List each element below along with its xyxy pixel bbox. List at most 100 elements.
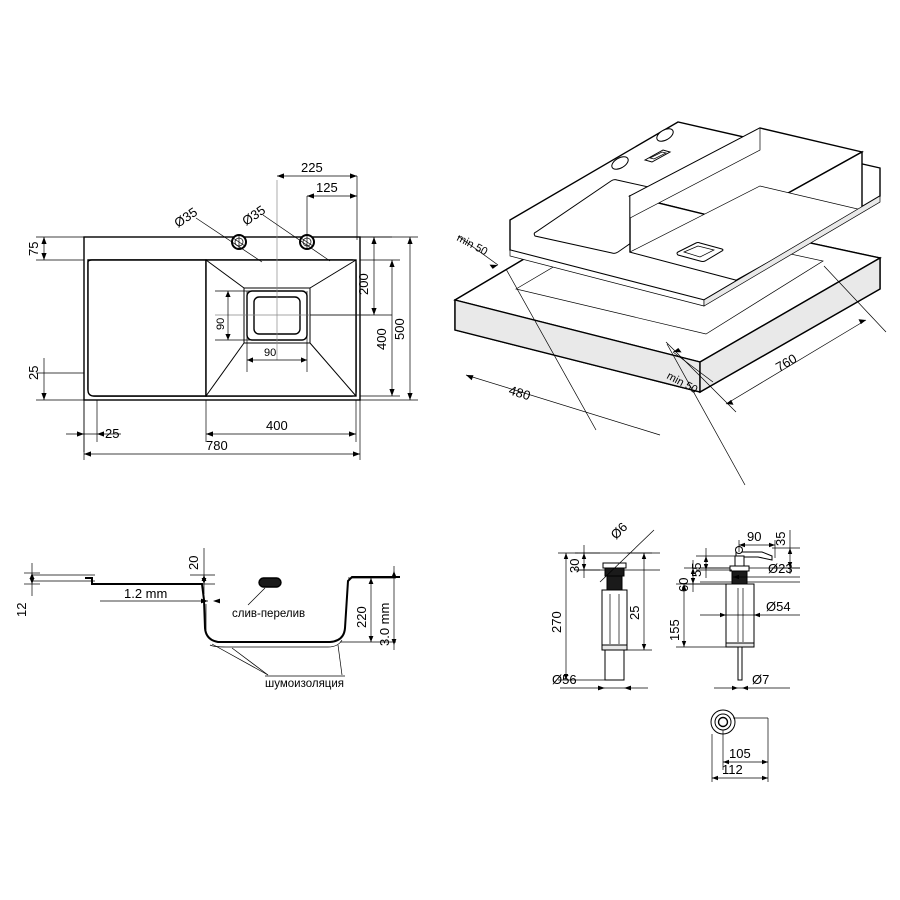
section-view: слив-перелив шумоизоляция 12 20 [14, 548, 400, 690]
dim-400h-arrow-left [206, 431, 213, 437]
section-overflow-leader [247, 587, 266, 606]
dim-35-text: 35 [773, 532, 788, 546]
dim-d56-text: Ø56 [552, 672, 577, 687]
iso-bowl-wall-back-left [629, 127, 761, 219]
plan-view: Ø35 Ø35 225 125 75 [26, 160, 418, 460]
dim-d7-text: Ø7 [752, 672, 769, 687]
dim-112-text: 112 [722, 762, 743, 777]
dim-500-text: 500 [392, 318, 407, 340]
dim-112-arrow-left [712, 775, 718, 781]
drain-body [601, 589, 628, 649]
section-soundproof-leader-1 [211, 643, 269, 676]
dim-d54-arrow-right [754, 612, 760, 618]
dim-60-arrow-top [690, 568, 696, 574]
drain-neck [606, 575, 623, 591]
dim-225-text: 225 [301, 160, 323, 175]
dim-155-arrow-top [681, 584, 687, 590]
drain-flange [602, 562, 627, 569]
drain-dim-30: 30 [567, 545, 600, 578]
dim-d7-arrow-right [742, 685, 748, 691]
dim-25-left-text: 25 [105, 426, 119, 441]
dim-75-text: 75 [26, 242, 41, 256]
drain-d6-leader [599, 529, 655, 583]
plan-dim-200: 200 [310, 236, 392, 316]
plan-dim-25-front: 25 [26, 358, 84, 401]
section-soundproof-layer [209, 639, 343, 648]
plan-dim-500: 500 [360, 236, 418, 401]
drain-tube [604, 649, 625, 681]
iso-bowl-drain-inner [682, 245, 716, 258]
dim-270-text: 270 [549, 611, 564, 633]
iso-overflow-slot-inner [648, 151, 668, 160]
dim-760-arrow-a [858, 319, 866, 325]
disp-bottle-base [725, 642, 755, 648]
plan-dim-780: 780 [83, 400, 361, 460]
dim-90v-arrow-bot [225, 334, 231, 340]
detail-left-drain: Ø6 30 270 25 [549, 519, 660, 691]
dim-90-spout-text: 90 [747, 529, 761, 544]
iso-tap-hole-2 [611, 156, 629, 170]
dim-12mm-arrow-outer [213, 598, 220, 604]
dim-30-arrow-bot [581, 564, 587, 570]
iso-countertop-right-edge [699, 256, 881, 394]
dim-min50-left-line [457, 235, 499, 266]
dim-25d-arrow-bot [641, 644, 647, 650]
drain-body-base [601, 644, 628, 651]
plan-bowl-corner-br [309, 342, 357, 397]
dim-200-arrow-top [371, 237, 377, 244]
dim-400-vertical-text: 400 [374, 328, 389, 350]
dim-125-arrow-left [307, 193, 314, 199]
dim-30-text: 30 [567, 559, 582, 573]
coil-dim-112: 112 [712, 762, 768, 781]
dim-90-horizontal-text: 90 [264, 347, 276, 359]
dim-90d-arrow-left [739, 542, 745, 548]
dim-75-arrow-top [41, 237, 47, 244]
dim-90-vertical-text: 90 [215, 318, 227, 330]
iso-overflow-slot [643, 149, 672, 163]
dim-270-arrow-top [563, 553, 569, 559]
isometric-view: min 50 min 50 480 760 [453, 121, 887, 486]
plan-bowl [205, 259, 357, 397]
dim-780-arrow-left [84, 451, 91, 457]
dim-480-ext-a [505, 268, 597, 431]
dim-760-ext-b [665, 341, 737, 413]
dim-min50-front-line [672, 351, 714, 383]
section-dim-220: 220 [340, 577, 396, 643]
section-soundproof-label: шумоизоляция [265, 678, 344, 690]
dim-30mm-text: 3.0 mm [377, 603, 392, 646]
dim-35-arrow-bot [787, 562, 793, 568]
section-dim-30mm: 3.0 mm [377, 566, 397, 650]
section-soundproof-leader-3 [337, 644, 343, 676]
dim-d54-text: Ø54 [766, 599, 791, 614]
disp-dim-d23: Ø23 [733, 561, 800, 580]
dim-480-arrow-left [466, 375, 474, 381]
dim-400h-arrow-right [349, 431, 356, 437]
coil-dim-105: 105 [723, 746, 768, 765]
dim-60-text: 60 [676, 578, 691, 592]
dim-90h-arrow-right [301, 357, 307, 363]
dim-d23-text: Ø23 [768, 561, 793, 576]
dim-400v-arrow-bot [389, 389, 395, 396]
dim-105-arrow-right [762, 759, 768, 765]
dim-25-front-text: 25 [26, 366, 41, 380]
dim-780-text: 780 [206, 438, 228, 453]
dim-30mm-arrow-top [391, 571, 397, 577]
disp-pickup-tube [737, 646, 743, 681]
dim-d56-arrow-left [598, 685, 605, 691]
dim-12-text: 12 [14, 603, 29, 617]
plan-bowl-corner-tl [205, 259, 245, 289]
tap-hole-2-leader [262, 214, 331, 262]
dim-90v-arrow-top [225, 291, 231, 297]
plan-dim-400-h: 400 [205, 400, 357, 442]
iso-sink [509, 121, 881, 307]
plan-dim-90-h: 90 [246, 291, 308, 372]
section-soundproof-leader-2 [231, 647, 269, 676]
dim-220-text: 220 [354, 606, 369, 628]
section-dim-12: 12 [14, 563, 40, 617]
iso-sink-rim-right-edge [703, 195, 881, 307]
dim-225-arrow-left [277, 173, 284, 179]
dim-125-text: 125 [316, 180, 338, 195]
section-dim-20: 20 [186, 548, 215, 594]
